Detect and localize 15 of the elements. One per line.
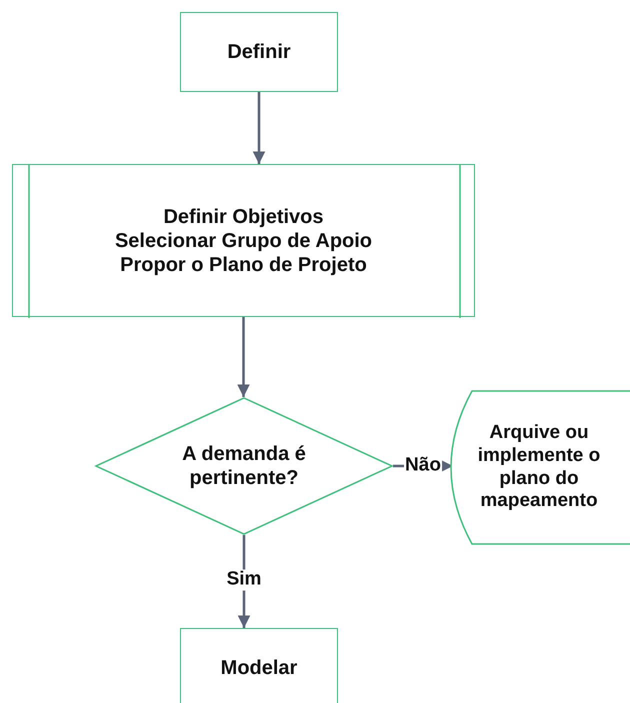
decision-diamond	[95, 397, 393, 535]
node-text: Selecionar Grupo de Apoio	[114, 228, 372, 252]
node-text: Definir Objetivos	[163, 204, 324, 228]
subprocess-box	[12, 164, 475, 317]
arrow	[237, 317, 250, 397]
stored-data-shape	[452, 390, 630, 545]
node-text: Arquive ou implemente o plano do mapeamento	[476, 422, 602, 514]
node-text: A demanda é pertinente?	[181, 442, 307, 490]
process-box	[180, 12, 338, 92]
node-text: Propor o Plano de Projeto	[120, 252, 367, 276]
edge-label: Sim	[226, 570, 262, 590]
arrow	[252, 92, 266, 164]
node-text: Modelar	[220, 656, 298, 680]
process-box	[180, 628, 338, 703]
node-text: Definir	[227, 40, 291, 64]
